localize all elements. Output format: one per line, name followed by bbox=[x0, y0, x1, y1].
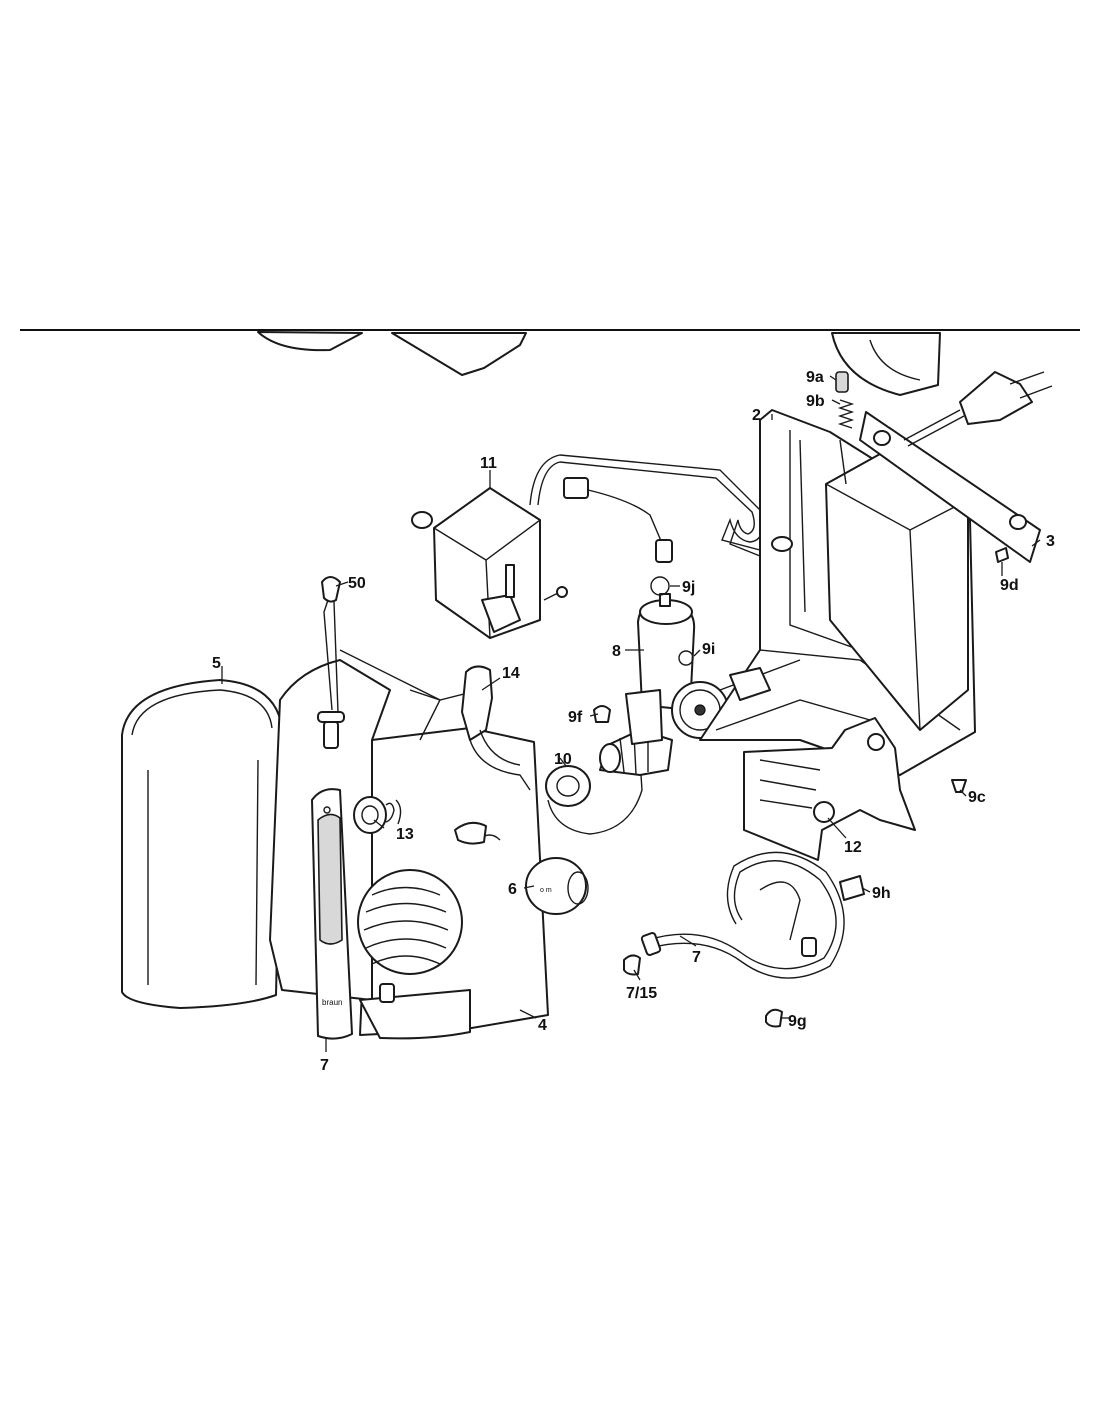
label-11: 11 bbox=[480, 455, 497, 472]
label-7-15: 7/15 bbox=[626, 985, 657, 1002]
label-9b: 9b bbox=[806, 393, 825, 410]
label-4: 4 bbox=[538, 1017, 547, 1034]
motor-pump bbox=[599, 593, 729, 776]
handpiece-handle: braun bbox=[311, 788, 353, 1040]
o-ring-9j bbox=[650, 576, 670, 596]
label-50: 50 bbox=[348, 575, 366, 592]
fitting-9h bbox=[839, 875, 865, 901]
label-9h: 9h bbox=[872, 885, 891, 902]
label-9g: 9g bbox=[788, 1013, 807, 1030]
handle-brand-text: braun bbox=[322, 998, 342, 1007]
fitting-7-15 bbox=[623, 954, 641, 976]
label-9j: 9j bbox=[682, 579, 695, 596]
label-2: 2 bbox=[752, 407, 761, 424]
part-labels: 5 50 11 14 13 10 6 8 9j 9i 9f 2 3 9d 9a … bbox=[212, 369, 1055, 1074]
screw-9d bbox=[995, 547, 1009, 563]
label-10: 10 bbox=[554, 751, 572, 768]
top-partial-parts bbox=[257, 331, 941, 396]
label-9i: 9i bbox=[702, 641, 715, 658]
label-9f: 9f bbox=[568, 709, 583, 726]
label-6: 6 bbox=[508, 881, 517, 898]
label-5: 5 bbox=[212, 655, 221, 672]
control-knob: o m bbox=[525, 857, 589, 915]
return-hose bbox=[640, 851, 845, 979]
fitting-9g bbox=[765, 1008, 783, 1028]
screw-9f bbox=[593, 705, 611, 723]
o-ring-9i bbox=[678, 650, 694, 666]
water-tank bbox=[121, 679, 283, 1009]
hose-connector bbox=[461, 665, 531, 791]
label-7-handle: 7 bbox=[320, 1057, 329, 1074]
svg-text:o m: o m bbox=[540, 887, 552, 894]
label-9a: 9a bbox=[806, 369, 824, 386]
label-14: 14 bbox=[502, 665, 520, 682]
pressure-sensor bbox=[545, 759, 643, 835]
screw-9c bbox=[951, 779, 967, 793]
jet-tip bbox=[317, 576, 345, 749]
label-9c: 9c bbox=[968, 789, 986, 806]
heating-coil bbox=[357, 869, 463, 1003]
transformer bbox=[411, 487, 568, 639]
label-12: 12 bbox=[844, 839, 862, 856]
small-fittings bbox=[593, 547, 1009, 1028]
label-13: 13 bbox=[396, 826, 414, 843]
pin-and-spring bbox=[835, 371, 855, 429]
bracket-plate bbox=[743, 717, 916, 861]
leader-lines bbox=[221, 375, 1041, 1052]
label-9d: 9d bbox=[1000, 577, 1019, 594]
label-3: 3 bbox=[1046, 533, 1055, 550]
label-8: 8 bbox=[612, 643, 621, 660]
back-plate bbox=[859, 411, 1041, 563]
label-7-hose: 7 bbox=[692, 949, 701, 966]
power-cord bbox=[903, 371, 1053, 447]
main-housing bbox=[269, 649, 549, 1040]
